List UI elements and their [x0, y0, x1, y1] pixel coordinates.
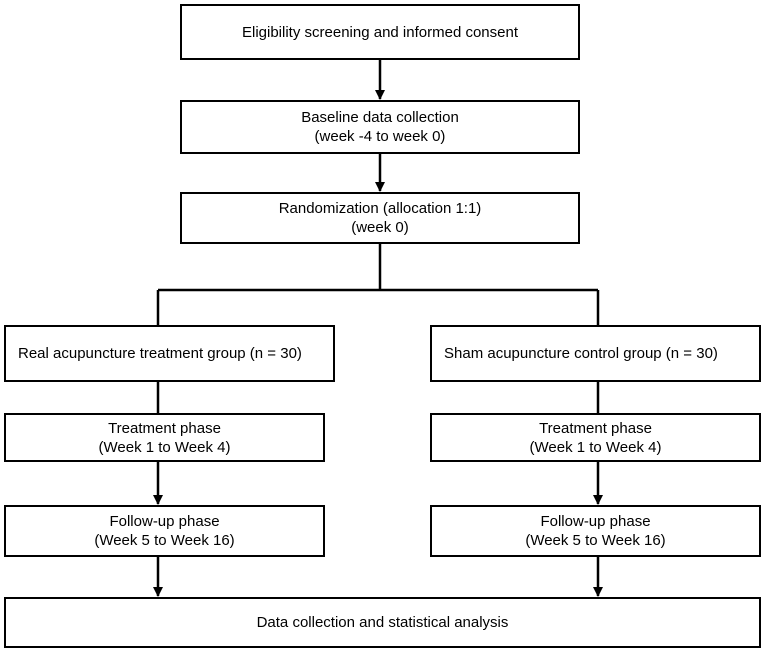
sham-followup-box: Follow-up phase (Week 5 to Week 16)	[430, 505, 761, 557]
randomization-box: Randomization (allocation 1:1) (week 0)	[180, 192, 580, 244]
sham-group-label: Sham acupuncture control group (n = 30)	[444, 345, 718, 362]
eligibility-box: Eligibility screening and informed conse…	[180, 4, 580, 60]
sham-followup-period: (Week 5 to Week 16)	[525, 532, 666, 549]
sham-treatment-period: (Week 1 to Week 4)	[529, 438, 662, 456]
baseline-label: Baseline data collection	[301, 109, 459, 126]
randomization-label: Randomization (allocation 1:1)	[278, 200, 482, 217]
baseline-box: Baseline data collection (week -4 to wee…	[180, 100, 580, 154]
real-followup-box: Follow-up phase (Week 5 to Week 16)	[4, 505, 325, 557]
eligibility-label: Eligibility screening and informed conse…	[242, 23, 518, 41]
sham-followup-label: Follow-up phase	[540, 513, 651, 530]
sham-treatment-label: Treatment phase	[539, 419, 652, 437]
real-group-label: Real acupuncture treatment group (n = 30…	[18, 345, 302, 362]
real-followup-period: (Week 5 to Week 16)	[94, 532, 235, 549]
real-treatment-period: (Week 1 to Week 4)	[98, 438, 231, 456]
randomization-period: (week 0)	[351, 219, 409, 236]
analysis-label: Data collection and statistical analysis	[256, 614, 509, 631]
sham-group-box: Sham acupuncture control group (n = 30)	[430, 325, 761, 382]
analysis-box: Data collection and statistical analysis	[4, 597, 761, 648]
sham-treatment-box: Treatment phase (Week 1 to Week 4)	[430, 413, 761, 462]
real-treatment-label: Treatment phase	[108, 419, 221, 437]
real-group-box: Real acupuncture treatment group (n = 30…	[4, 325, 335, 382]
real-followup-label: Follow-up phase	[109, 513, 220, 530]
baseline-period: (week -4 to week 0)	[314, 128, 446, 145]
real-treatment-box: Treatment phase (Week 1 to Week 4)	[4, 413, 325, 462]
